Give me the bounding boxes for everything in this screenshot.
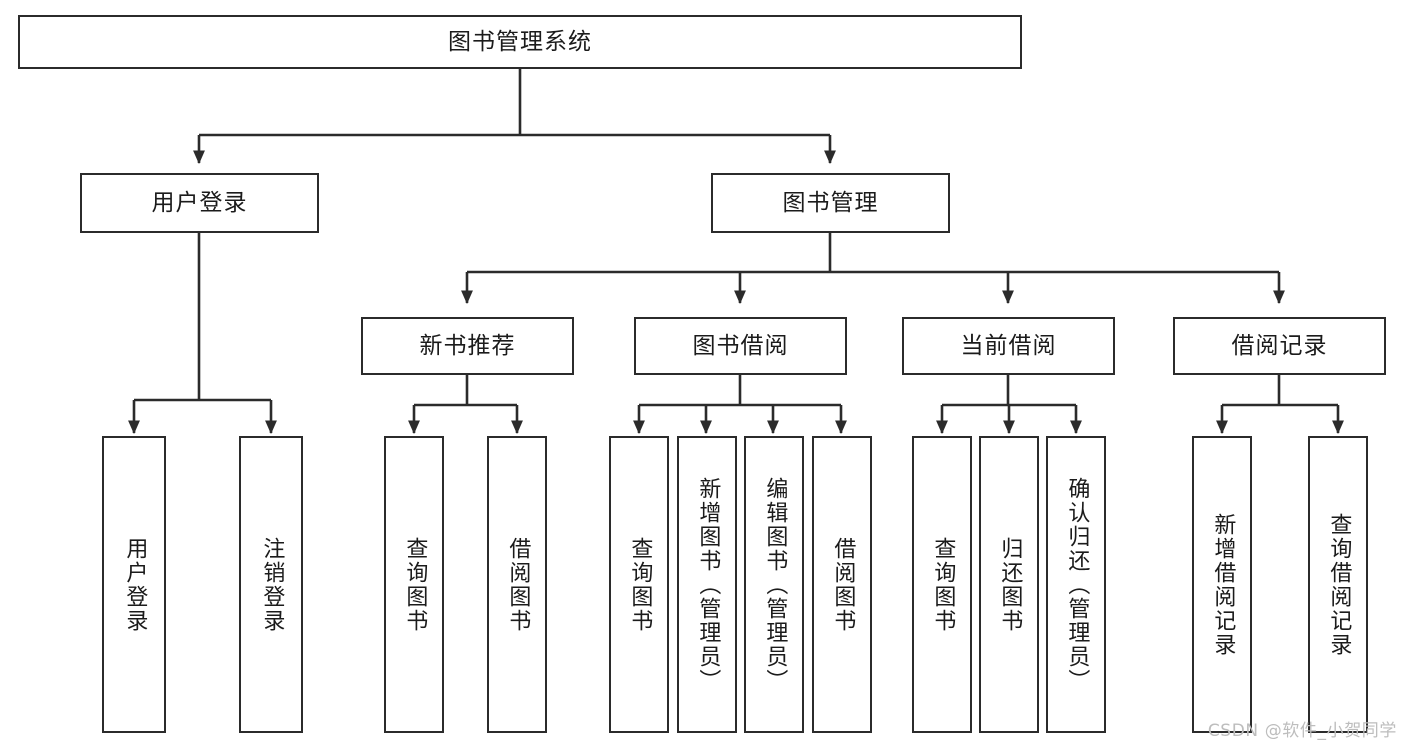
node-leaf-logout-login[interactable]: 注销登录 (239, 436, 303, 733)
node-new-book-recommend[interactable]: 新书推荐 (361, 317, 574, 375)
node-leaf-add-book[interactable]: 新增图书（管理员） (677, 436, 737, 733)
node-leaf-confirm-return[interactable]: 确认归还（管理员） (1046, 436, 1106, 733)
node-leaf-user-login-label: 用户登录 (122, 536, 148, 633)
node-leaf-return-book-label: 归还图书 (997, 536, 1023, 633)
node-user-login-label: 用户登录 (151, 189, 248, 216)
node-leaf-add-record-label: 新增借阅记录 (1210, 512, 1236, 657)
node-leaf-return-book[interactable]: 归还图书 (979, 436, 1039, 733)
node-leaf-borrow-book-2-label: 借阅图书 (830, 536, 856, 633)
node-leaf-add-record[interactable]: 新增借阅记录 (1192, 436, 1252, 733)
node-leaf-query-book-3-label: 查询图书 (930, 536, 956, 633)
node-leaf-edit-book[interactable]: 编辑图书（管理员） (744, 436, 804, 733)
node-leaf-query-book-1[interactable]: 查询图书 (384, 436, 444, 733)
node-leaf-confirm-return-label: 确认归还（管理员） (1064, 476, 1090, 693)
node-leaf-query-record[interactable]: 查询借阅记录 (1308, 436, 1368, 733)
node-user-login[interactable]: 用户登录 (80, 173, 319, 233)
node-root-label: 图书管理系统 (448, 28, 592, 55)
node-borrow-record-label: 借阅记录 (1231, 332, 1328, 359)
node-book-borrow-label: 图书借阅 (692, 332, 789, 359)
node-leaf-user-login[interactable]: 用户登录 (102, 436, 166, 733)
node-leaf-borrow-book-2[interactable]: 借阅图书 (812, 436, 872, 733)
node-leaf-add-book-label: 新增图书（管理员） (695, 476, 721, 693)
node-leaf-query-book-2-label: 查询图书 (627, 536, 653, 633)
node-leaf-query-record-label: 查询借阅记录 (1326, 512, 1352, 657)
node-book-manage-label: 图书管理 (782, 189, 879, 216)
node-leaf-borrow-book-1[interactable]: 借阅图书 (487, 436, 547, 733)
node-current-borrow[interactable]: 当前借阅 (902, 317, 1115, 375)
node-leaf-query-book-1-label: 查询图书 (402, 536, 428, 633)
node-borrow-record[interactable]: 借阅记录 (1173, 317, 1386, 375)
node-root[interactable]: 图书管理系统 (18, 15, 1022, 69)
node-book-manage[interactable]: 图书管理 (711, 173, 950, 233)
watermark-text: CSDN @软件_小贺同学 (1207, 721, 1397, 741)
node-book-borrow[interactable]: 图书借阅 (634, 317, 847, 375)
node-current-borrow-label: 当前借阅 (960, 332, 1057, 359)
node-leaf-edit-book-label: 编辑图书（管理员） (762, 476, 788, 693)
node-new-book-recommend-label: 新书推荐 (419, 332, 516, 359)
node-leaf-query-book-3[interactable]: 查询图书 (912, 436, 972, 733)
node-leaf-borrow-book-1-label: 借阅图书 (505, 536, 531, 633)
node-leaf-query-book-2[interactable]: 查询图书 (609, 436, 669, 733)
node-leaf-logout-login-label: 注销登录 (259, 536, 285, 633)
